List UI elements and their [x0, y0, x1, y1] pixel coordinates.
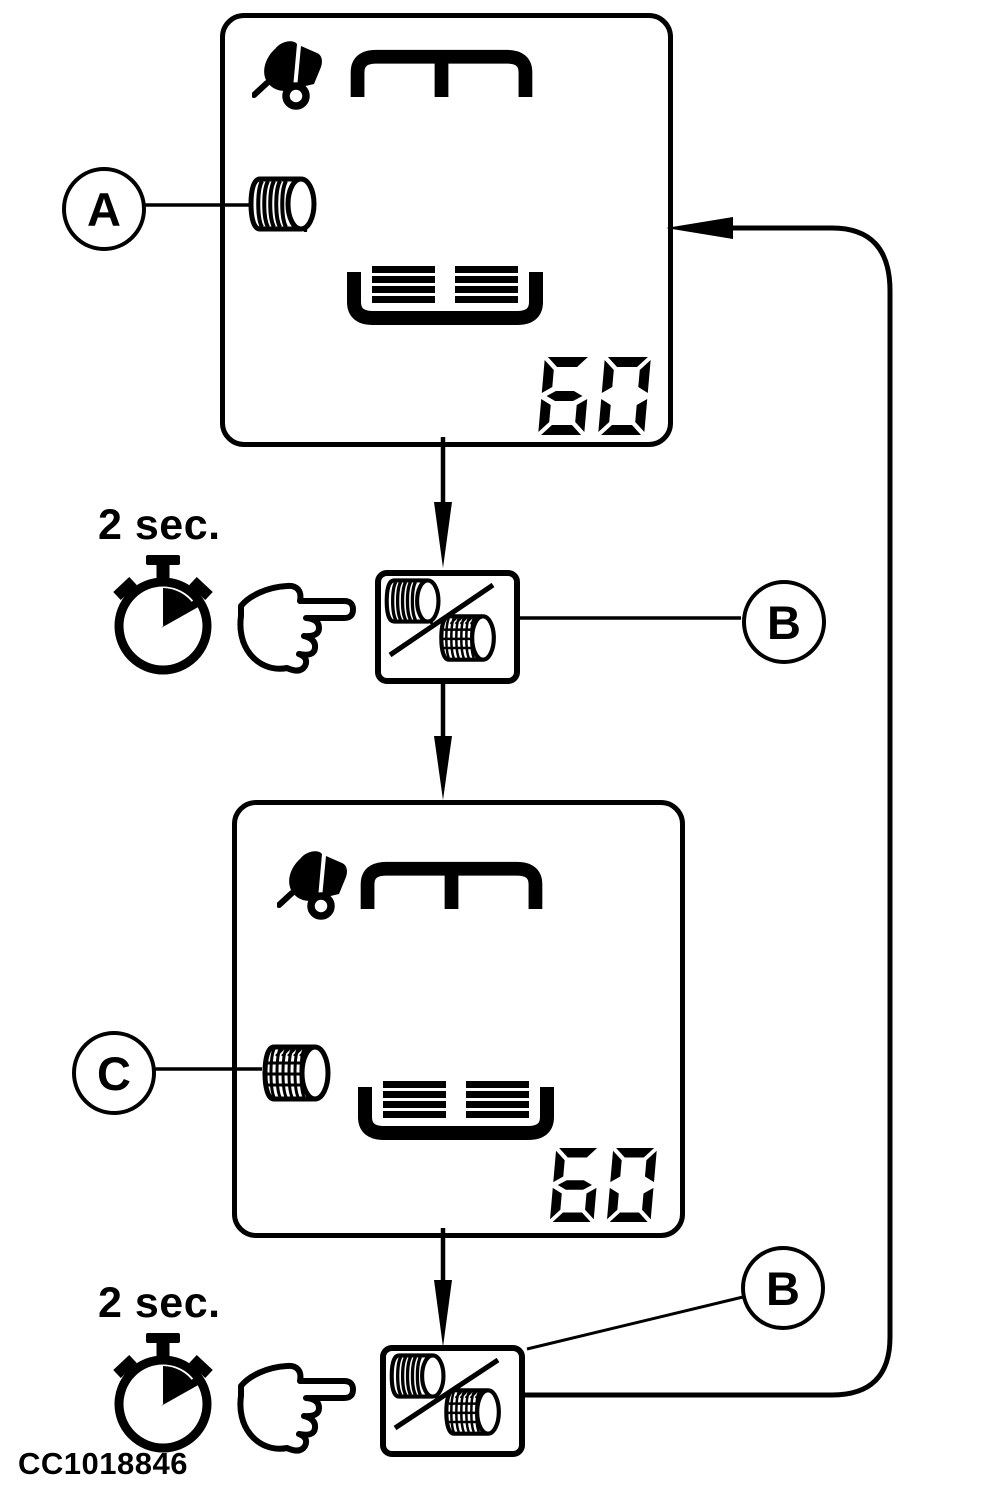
twine-net-button-glyph — [386, 1351, 507, 1439]
twine-net-select-button[interactable] — [375, 570, 520, 684]
callout-b-top-label: B — [767, 595, 801, 649]
pointing-hand-icon — [233, 1352, 363, 1457]
stopwatch-icon — [100, 548, 226, 678]
stopwatch-icon — [100, 1326, 226, 1456]
button-net-bale-icon — [441, 616, 494, 659]
round-baler-icon — [277, 848, 357, 920]
callout-b-bottom: B — [741, 1246, 825, 1330]
hold-time-label-bottom: 2 sec. — [98, 1279, 221, 1327]
button-net-bale-icon — [446, 1390, 499, 1433]
leader-line-b-bottom — [526, 1295, 744, 1351]
arrowhead-down-3 — [434, 1280, 452, 1347]
twine-net-select-button[interactable] — [380, 1345, 525, 1457]
callout-a: A — [62, 167, 146, 251]
arrowhead-down-2 — [434, 736, 452, 800]
button-twine-bale-icon — [392, 1355, 444, 1400]
bale-discharge-grid-icon — [358, 1081, 554, 1145]
round-baler-icon — [252, 38, 332, 110]
bale-discharge-grid-icon — [347, 266, 543, 330]
bale-count-display — [531, 356, 653, 436]
display-screen-net-mode — [232, 800, 685, 1238]
display-screen-twine-mode — [220, 13, 673, 447]
arrowhead-down-1 — [434, 502, 452, 568]
twine-wrapped-bale-icon — [248, 176, 318, 232]
twine-net-button-glyph — [381, 576, 502, 666]
hold-time-label-top: 2 sec. — [98, 501, 221, 549]
figure-code: CC1018846 — [18, 1446, 188, 1481]
bale-count-display — [545, 1147, 657, 1223]
callout-c: C — [72, 1031, 156, 1115]
callout-b-top: B — [742, 580, 826, 664]
bale-chamber-top-icon — [350, 43, 533, 97]
return-loop-arrowhead — [666, 217, 733, 239]
callout-c-label: C — [97, 1046, 131, 1100]
callout-b-bottom-label: B — [766, 1261, 800, 1315]
bale-chamber-top-icon — [360, 855, 543, 909]
callout-a-label: A — [87, 182, 121, 236]
pointing-hand-icon — [233, 572, 363, 677]
button-twine-bale-icon — [387, 580, 439, 625]
return-loop-line — [513, 225, 893, 1398]
net-wrapped-bale-icon — [261, 1043, 333, 1103]
